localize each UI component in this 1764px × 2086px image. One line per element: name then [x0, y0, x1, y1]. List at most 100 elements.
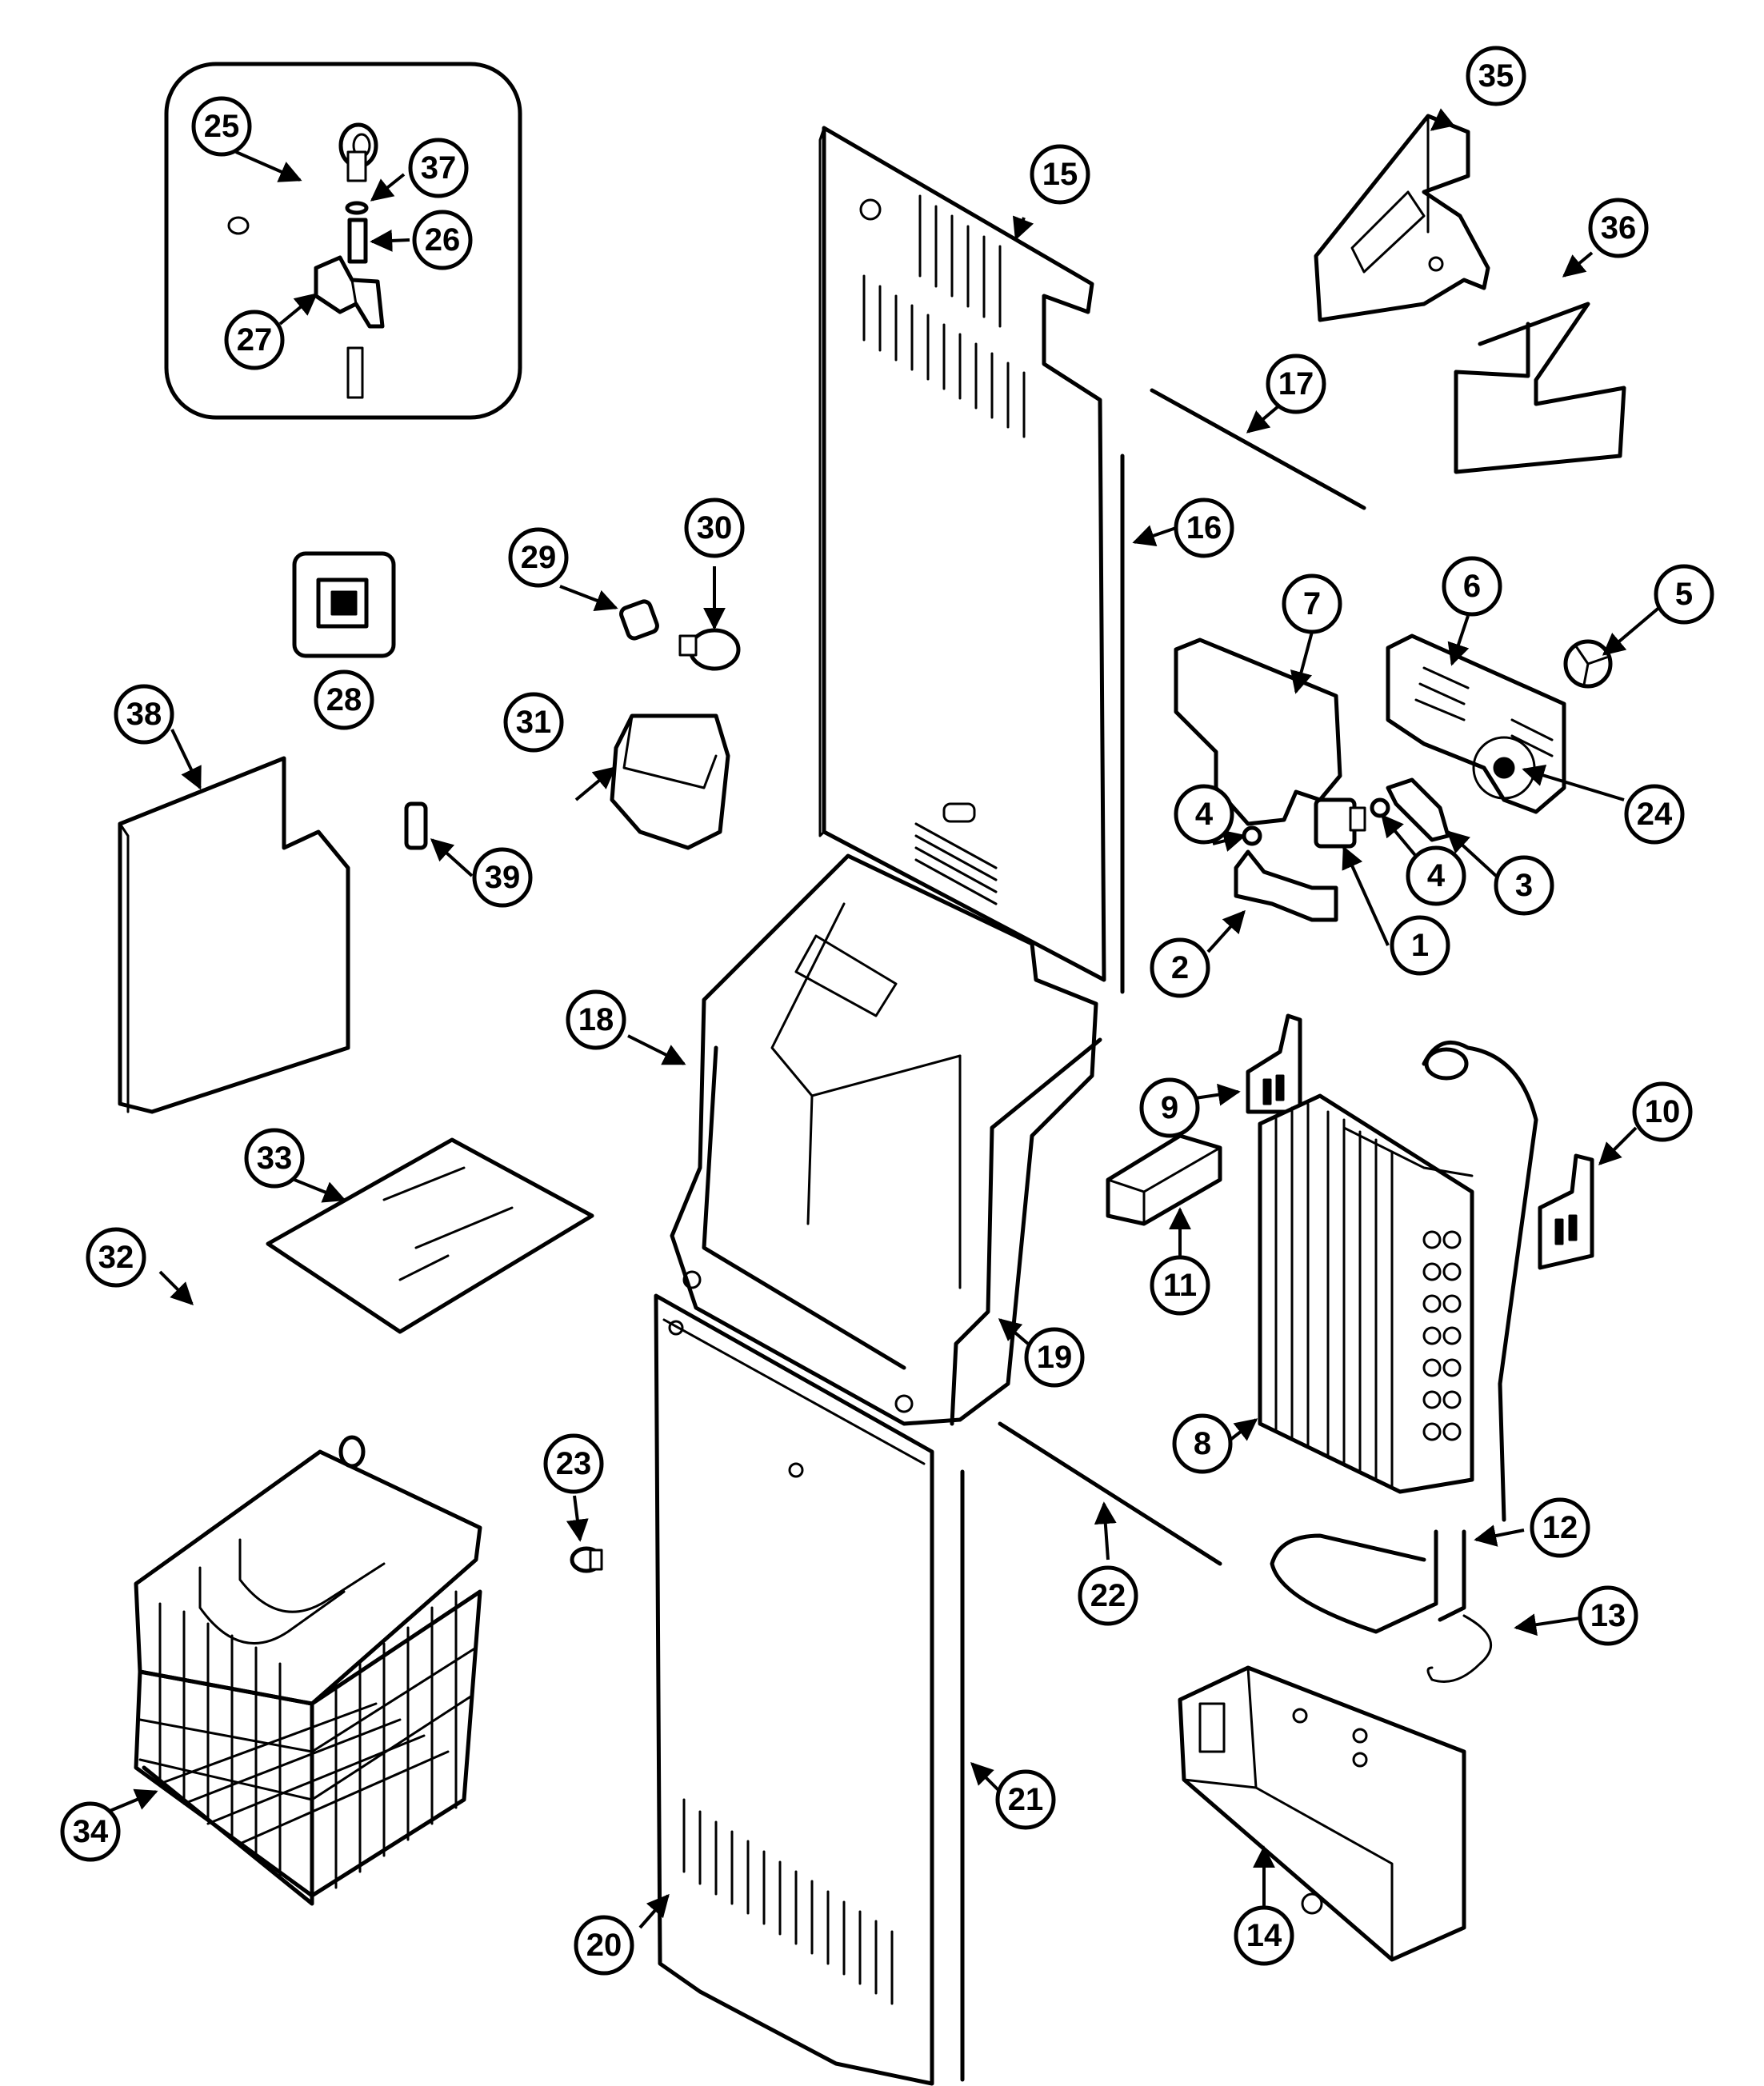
- callout-6: 6: [1442, 556, 1502, 617]
- callout-label: 20: [586, 1928, 622, 1963]
- callout-15: 15: [1030, 144, 1090, 205]
- tube-sleeve-part: [347, 218, 368, 264]
- callout-label: 37: [421, 150, 457, 186]
- lower-panel-part: [654, 1293, 934, 2086]
- callout-12: 12: [1530, 1497, 1590, 1558]
- callout-label: 11: [1163, 1268, 1197, 1303]
- callout-36: 36: [1588, 198, 1649, 258]
- callout-label: 14: [1246, 1918, 1282, 1953]
- callout-35: 35: [1466, 46, 1526, 106]
- water-tube-inset: [164, 62, 522, 420]
- callout-label: 24: [1637, 797, 1673, 832]
- callout-label: 22: [1090, 1578, 1126, 1613]
- callout-label: 23: [556, 1446, 592, 1481]
- evaporator-clip-a: [1246, 1013, 1302, 1114]
- fan-shroud-part: [1386, 633, 1566, 814]
- light-bulb-part: [678, 628, 741, 671]
- upper-rear-panel: [818, 126, 1106, 982]
- glass-shelf-part: [266, 1137, 594, 1334]
- callout-label: 16: [1186, 510, 1222, 545]
- callout-33: 33: [244, 1128, 305, 1189]
- callout-39: 39: [472, 847, 533, 908]
- callout-27: 27: [224, 310, 285, 370]
- tube-clip-part: [314, 255, 385, 329]
- callout-17: 17: [1266, 354, 1326, 414]
- plug-button-part: [570, 1546, 603, 1573]
- callout-label: 28: [326, 682, 362, 717]
- switch-part: [292, 551, 396, 658]
- wire-basket-part: [134, 1449, 482, 1906]
- callout-label: 21: [1008, 1782, 1044, 1817]
- callout-13: 13: [1578, 1585, 1638, 1646]
- leader-lines: [107, 108, 1663, 1929]
- callout-label: 25: [204, 109, 240, 144]
- callout-23: 23: [543, 1433, 604, 1494]
- callout-label: 17: [1278, 366, 1314, 402]
- fan-bracket-part: [1314, 114, 1490, 322]
- seal-strip-19: [950, 1037, 1102, 1426]
- callout-label: 31: [516, 705, 552, 740]
- callout-label: 3: [1515, 868, 1533, 903]
- foam-block-part: [1106, 1133, 1222, 1226]
- callout-26: 26: [412, 210, 473, 270]
- callout-38: 38: [114, 684, 174, 745]
- callout-label: 5: [1675, 577, 1693, 612]
- callout-4b: 4: [1406, 845, 1466, 906]
- seal-strip-17: [1150, 388, 1366, 510]
- callout-5: 5: [1654, 564, 1714, 625]
- callout-32: 32: [86, 1227, 146, 1288]
- seal-strip-22: [998, 1421, 1222, 1566]
- callout-label: 6: [1463, 569, 1481, 604]
- callout-25: 25: [191, 96, 252, 157]
- callout-21: 21: [995, 1769, 1056, 1830]
- callout-label: 1: [1411, 928, 1429, 963]
- callout-9: 9: [1139, 1077, 1200, 1138]
- callout-label: 18: [578, 1002, 614, 1037]
- callout-label: 26: [425, 222, 461, 258]
- fan-blade-part: [1563, 639, 1613, 689]
- water-tube-part: [227, 122, 378, 235]
- nut-part-a: [1242, 825, 1262, 846]
- callout-label: 10: [1645, 1094, 1681, 1129]
- callout-2: 2: [1150, 937, 1210, 998]
- callout-label: 4: [1195, 797, 1214, 832]
- callout-label: 4: [1427, 858, 1446, 893]
- callout-label: 15: [1042, 157, 1078, 192]
- callout-label: 27: [237, 322, 273, 358]
- callout-label: 38: [126, 697, 162, 732]
- callout-label: 8: [1194, 1426, 1211, 1461]
- motor-bracket-part: [1386, 777, 1450, 842]
- lamp-socket-part: [619, 599, 659, 641]
- callout-34: 34: [60, 1801, 121, 1862]
- fan-motor-part: [1314, 797, 1366, 849]
- callout-label: 36: [1601, 210, 1637, 246]
- callout-19: 19: [1024, 1327, 1085, 1388]
- light-cover-part: [610, 713, 730, 850]
- callout-4a: 4: [1174, 784, 1234, 845]
- callout-20: 20: [574, 1915, 634, 1976]
- callout-label: 39: [485, 860, 521, 895]
- fan-gasket-part: [1454, 302, 1626, 474]
- callout-16: 16: [1174, 498, 1234, 558]
- callout-label: 9: [1161, 1090, 1178, 1125]
- small-sleeve-part: [404, 801, 428, 850]
- callout-label: 30: [697, 510, 733, 545]
- callout-14: 14: [1234, 1905, 1294, 1966]
- defrost-heater-part: [1270, 1529, 1466, 1634]
- callout-11: 11: [1150, 1255, 1210, 1316]
- callout-label: 34: [73, 1814, 109, 1849]
- callout-8: 8: [1172, 1413, 1233, 1474]
- callout-label: 19: [1037, 1340, 1073, 1375]
- callout-10: 10: [1632, 1081, 1693, 1142]
- shelf-roller-part: [183, 1339, 366, 1469]
- callout-3: 3: [1494, 855, 1554, 916]
- callout-31: 31: [503, 692, 564, 753]
- callout-18: 18: [566, 989, 626, 1050]
- ground-wire-part: [1426, 1614, 1493, 1683]
- callout-label: 13: [1590, 1598, 1626, 1633]
- evaporator-part: [1258, 1040, 1538, 1522]
- evaporator-clip-b: [1538, 1153, 1594, 1270]
- nut-part-b: [1370, 797, 1390, 818]
- callout-7: 7: [1282, 573, 1342, 634]
